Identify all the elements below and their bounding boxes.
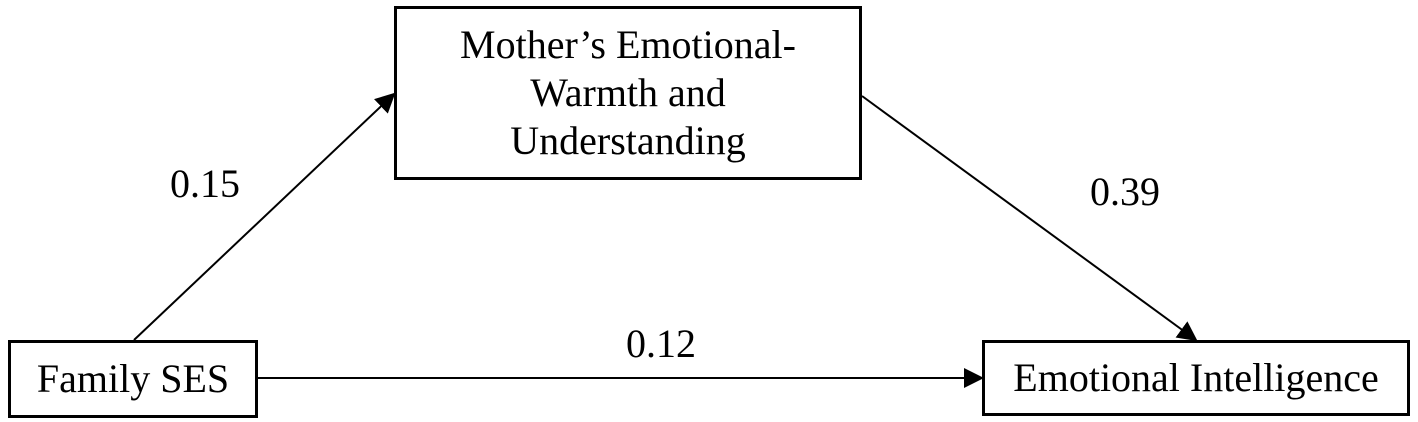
mediator-label-line-1: Mother’s Emotional- [460,22,796,67]
arrow-predictor-to-mediator [133,92,396,341]
mediator-box: Mother’s Emotional- Warmth and Understan… [394,6,862,180]
mediator-label-line-3: Understanding [510,118,746,163]
path-c-coefficient: 0.12 [626,321,696,366]
path-b-coefficient: 0.39 [1090,169,1160,214]
mediator-label-line-2: Warmth and [530,70,726,115]
predictor-box: Family SES [8,340,258,418]
predictor-label: Family SES [36,356,230,401]
outcome-box: Emotional Intelligence [982,340,1410,416]
outcome-label: Emotional Intelligence [1013,355,1379,400]
path-a-coefficient: 0.15 [170,161,240,206]
arrow-mediator-to-outcome [861,95,1198,342]
